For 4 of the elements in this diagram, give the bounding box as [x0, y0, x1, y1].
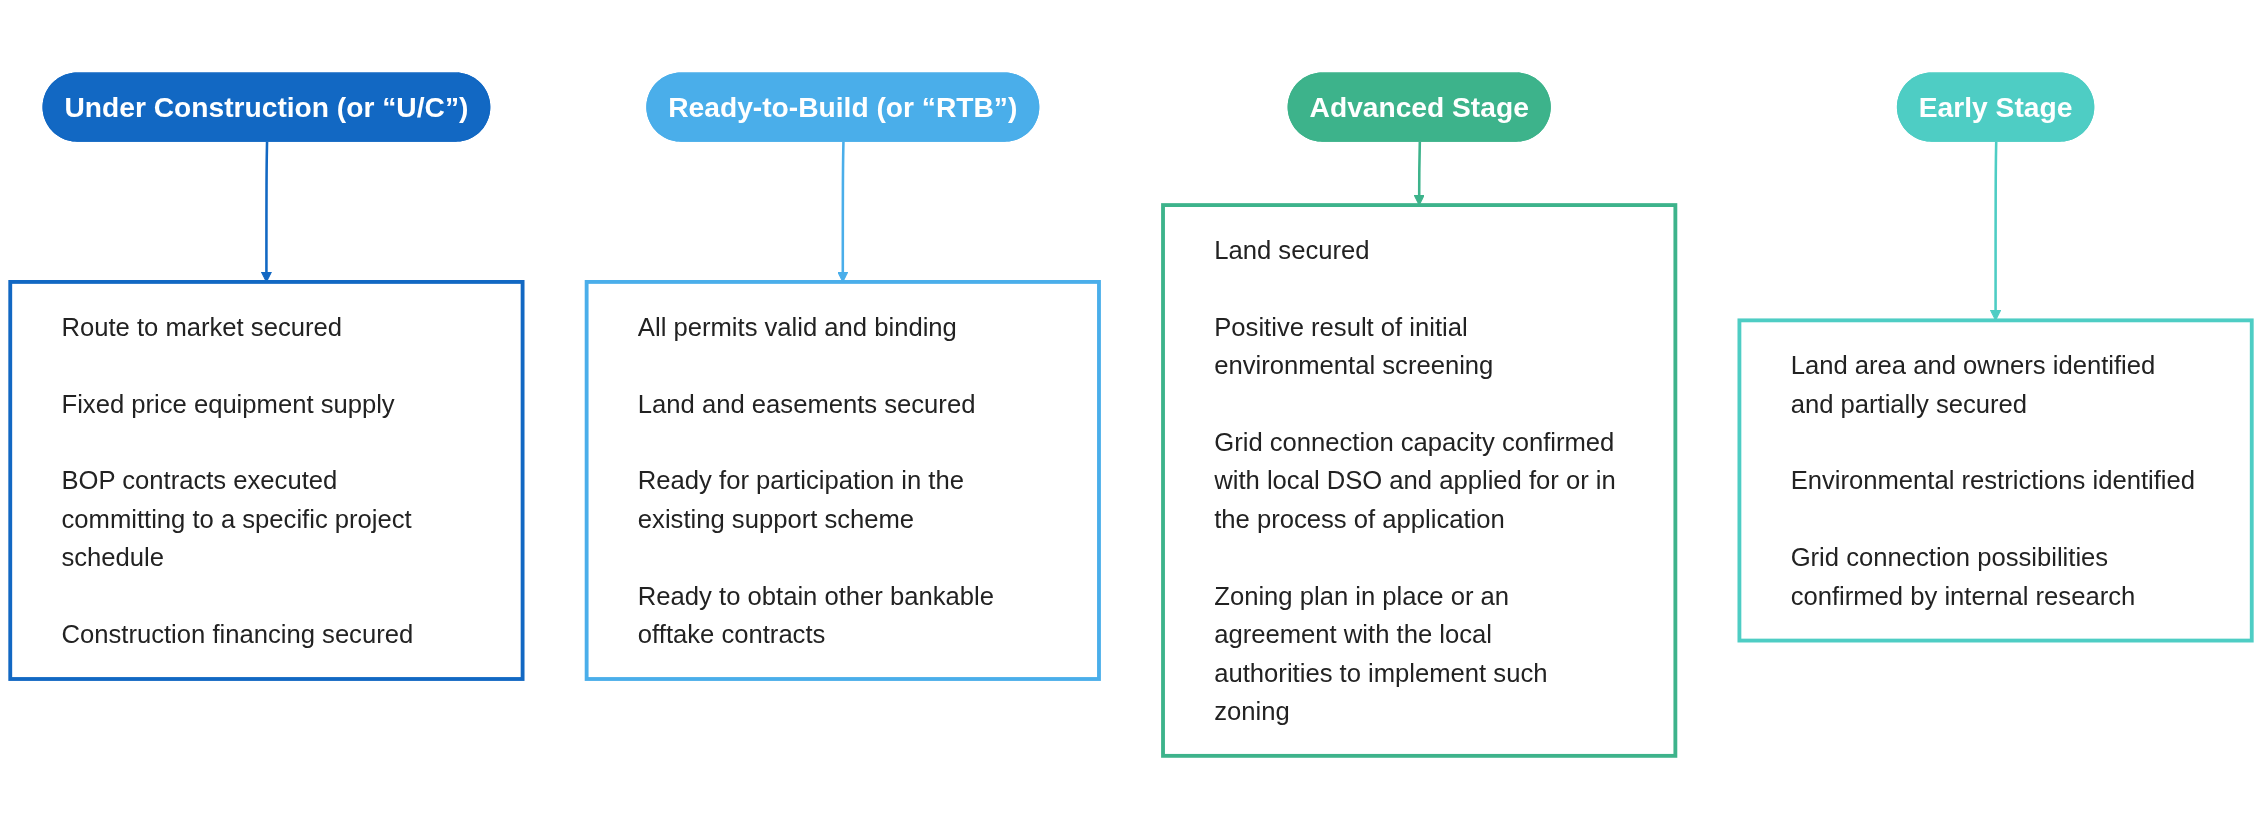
node-box: All permits valid and binding Land and easements secured Ready for participation in the existing support scheme Ready to obtain other bankable offtake contracts	[584, 280, 1101, 681]
node-box: Route to market secured Fixed price equipment supply BOP contracts executed committing to a specific project schedule Construction financing secured	[8, 280, 525, 681]
node-box: Land secured Positive result of initial environmental screening Grid connection capacity confirmed with local DSO and applied for or in the process of application Zoning plan in place or an agreement with the local authorities to implement such zoning	[1161, 203, 1678, 758]
node-box: Land area and owners identified and partially secured Environmental restrictions identified Grid connection possibilities confirmed by internal research	[1737, 318, 2254, 643]
